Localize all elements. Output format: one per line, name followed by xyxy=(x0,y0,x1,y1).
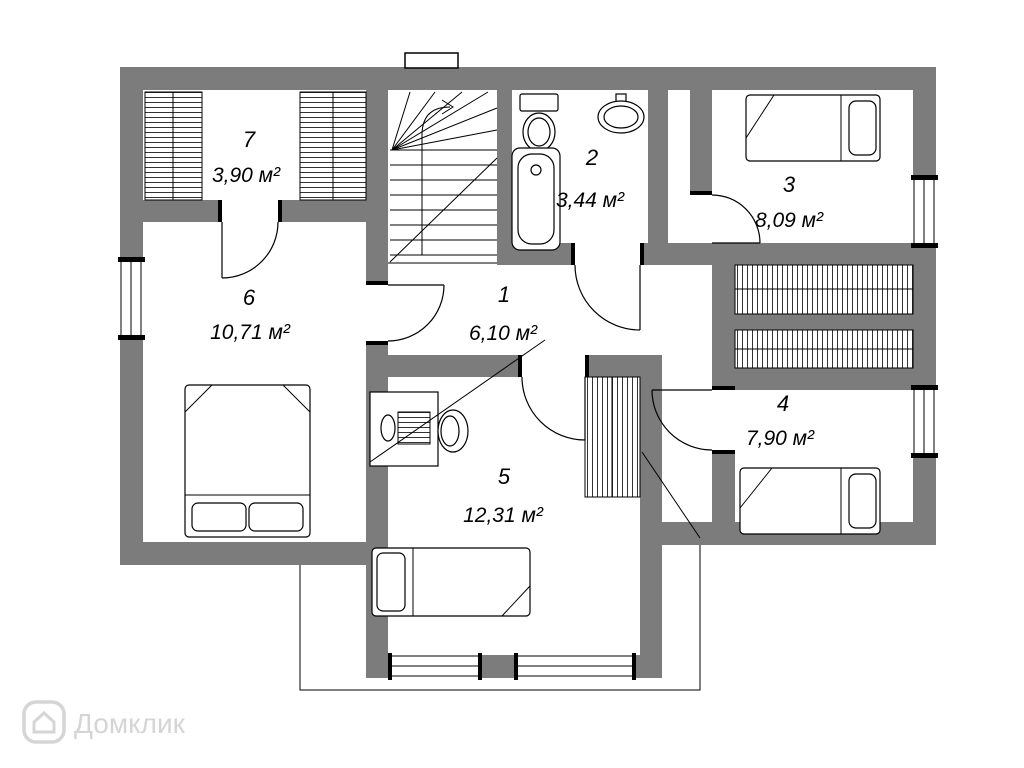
stairs-up-arrow xyxy=(421,106,451,255)
room6-door xyxy=(387,284,445,342)
closet-bottom-wall xyxy=(712,368,936,390)
watermark-logo-icon xyxy=(22,700,66,744)
hall-room5-wall-right xyxy=(585,355,662,377)
room7-door xyxy=(221,221,279,279)
room6-right-wall-upper xyxy=(366,222,388,285)
room6-double-bed-icon xyxy=(184,384,311,538)
bathroom-fixtures xyxy=(511,93,645,251)
chair-icon xyxy=(437,409,469,453)
outer-wall-bottom-left xyxy=(120,542,388,565)
room2-area: 3,44 м² xyxy=(556,189,625,212)
outer-wall-top xyxy=(120,67,936,90)
room5-wardrobe xyxy=(584,376,641,498)
room4-number: 4 xyxy=(777,391,789,416)
room7-area: 3,90 м² xyxy=(212,164,281,187)
room7-closet-right xyxy=(299,91,367,201)
watermark: Домклик xyxy=(22,700,186,744)
leader-line-1 xyxy=(369,339,546,463)
window-right-lower xyxy=(911,385,938,458)
door-jambs xyxy=(218,191,735,454)
room3-bed-icon xyxy=(745,94,881,162)
room5-area: 12,31 м² xyxy=(463,504,544,527)
room3-door xyxy=(711,194,761,244)
room4-door xyxy=(651,389,713,451)
room1-number: 1 xyxy=(498,282,510,307)
room5-bed-icon xyxy=(371,547,531,617)
hall-closet-lower xyxy=(734,329,914,369)
roof-vent xyxy=(404,52,459,69)
bath-bottom-wall-right xyxy=(640,243,712,265)
closet-left-wall xyxy=(712,265,735,390)
furniture xyxy=(184,94,881,617)
window-bottom-1 xyxy=(388,653,482,680)
room4-bed-icon xyxy=(739,467,881,535)
window-left xyxy=(118,257,145,340)
room4-area: 7,90 м² xyxy=(746,427,815,450)
room6-area: 10,71 м² xyxy=(210,321,291,344)
room2-number: 2 xyxy=(585,145,598,170)
bath-right-wall xyxy=(648,90,668,243)
room7-number: 7 xyxy=(243,127,256,152)
room4-left-wall xyxy=(712,450,735,522)
windows xyxy=(118,52,938,680)
bathtub-icon xyxy=(511,147,561,251)
lower-floor-outline xyxy=(299,545,701,691)
room7-closet-left xyxy=(144,91,203,201)
room3-bottom-wall xyxy=(712,243,936,265)
room3-number: 3 xyxy=(783,172,796,197)
room1-area: 6,10 м² xyxy=(469,322,538,345)
window-bottom-2 xyxy=(514,653,636,680)
room3-area: 8,09 м² xyxy=(755,209,824,232)
room5-door xyxy=(521,376,586,441)
outer-wall-right xyxy=(913,67,936,545)
stairs-bath-wall xyxy=(497,90,512,265)
toilet-icon xyxy=(519,93,559,152)
bathroom-door xyxy=(574,264,641,331)
closets xyxy=(144,91,914,498)
watermark-text: Домклик xyxy=(74,708,186,739)
stairs-left-wall xyxy=(366,90,388,265)
room3-left-wall xyxy=(690,90,712,195)
stairs-arrow-head xyxy=(441,99,454,115)
sink-icon xyxy=(597,93,645,134)
hall-room5-wall-left xyxy=(388,355,522,377)
extension-wall-right xyxy=(640,545,662,678)
room7-bottom-wall-right xyxy=(278,200,366,222)
room6-number: 6 xyxy=(243,285,256,310)
annotation-lines xyxy=(299,339,701,691)
leader-line-2 xyxy=(641,451,701,539)
room5-number: 5 xyxy=(498,464,511,489)
window-right-upper xyxy=(911,175,938,248)
stairs-icon xyxy=(388,91,498,264)
room7-bottom-wall-left xyxy=(143,200,222,222)
room-labels: 7 3,90 м² 2 3,44 м² 3 8,09 м² 6 10,71 м²… xyxy=(210,127,824,527)
closet-mid-wall xyxy=(735,314,913,330)
corridor-left-wall xyxy=(640,377,662,522)
hall-closet-upper xyxy=(734,264,914,315)
